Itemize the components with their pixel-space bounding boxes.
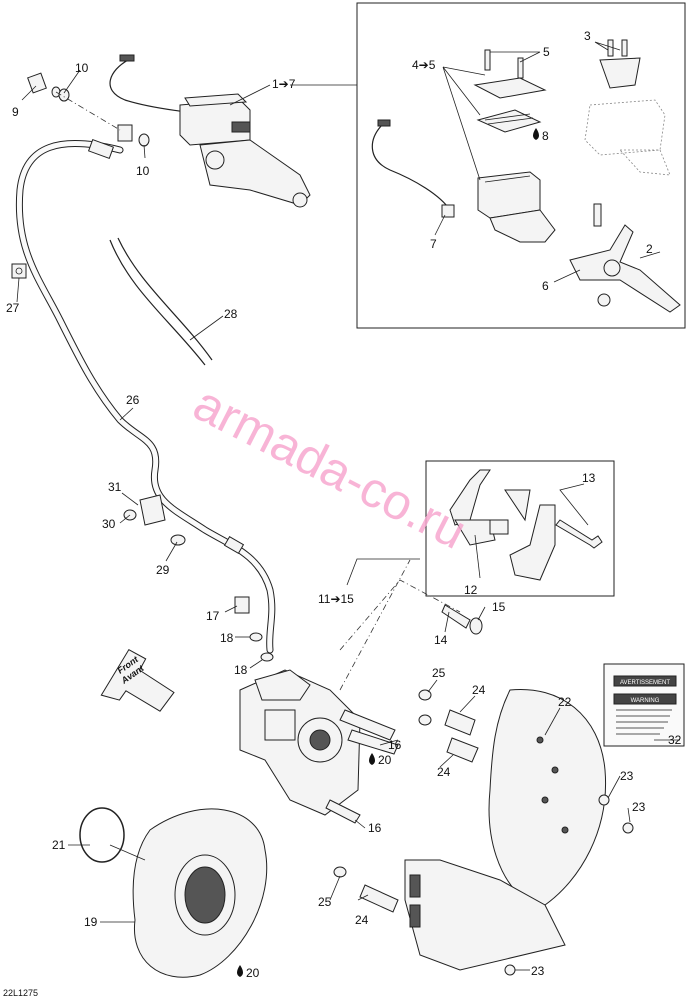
callout-22: 22 xyxy=(558,695,572,709)
warning-heading-fr: AVERTISSEMENT xyxy=(620,680,670,686)
watermark: armada-co.ru xyxy=(185,375,475,560)
callout-18: 18 xyxy=(220,631,234,645)
callout-6: 6 xyxy=(542,279,549,293)
callout-4-5: 4➔5 xyxy=(412,58,436,72)
bleeder-cap-15 xyxy=(469,617,483,635)
banjo-bolt-9 xyxy=(27,72,61,98)
banjo-bolt-17 xyxy=(234,596,250,614)
warning-heading-en: WARNING xyxy=(631,698,660,704)
callout-23: 23 xyxy=(531,964,545,978)
callout-7: 7 xyxy=(430,237,437,251)
brake-hose-26 xyxy=(15,138,276,654)
callout-20: 20 xyxy=(378,753,392,767)
callout-11-15: 11➔15 xyxy=(318,592,354,606)
callout-16: 16 xyxy=(388,738,402,752)
brake-disc-19 xyxy=(132,808,268,978)
callout-10: 10 xyxy=(136,164,150,178)
clamp-29-31 xyxy=(123,494,186,546)
callout-24: 24 xyxy=(355,913,369,927)
callout-19: 19 xyxy=(84,915,98,929)
callout-25: 25 xyxy=(318,895,332,909)
figure-code: 22L1275 xyxy=(3,988,38,998)
callout-labels: 9 10 10 1➔7 27 28 26 31 30 29 17 18 18 1… xyxy=(6,29,682,980)
detail-switch-7 xyxy=(371,119,455,218)
callout-10: 10 xyxy=(75,61,89,75)
callout-23: 23 xyxy=(632,800,646,814)
spacer-24 xyxy=(359,709,479,913)
hose-clamp-27 xyxy=(11,263,27,279)
callout-3: 3 xyxy=(584,29,591,43)
detail-clamp-3 xyxy=(599,39,641,89)
callout-14: 14 xyxy=(434,633,448,647)
callout-13: 13 xyxy=(582,471,596,485)
brake-pad-detail-box xyxy=(425,460,615,597)
washer-18 xyxy=(249,632,274,662)
callout-21: 21 xyxy=(52,838,66,852)
warning-label-32: AVERTISSEMENT WARNING xyxy=(603,663,685,747)
fluid-drop-icon xyxy=(237,965,243,977)
callout-5: 5 xyxy=(543,45,550,59)
screw-23 xyxy=(504,794,634,976)
callout-17: 17 xyxy=(206,609,220,623)
callout-25: 25 xyxy=(432,666,446,680)
callout-31: 31 xyxy=(108,480,122,494)
callout-12: 12 xyxy=(464,583,478,597)
bolt-25 xyxy=(333,689,432,878)
master-cylinder-detail-box xyxy=(356,2,686,329)
callout-18: 18 xyxy=(234,663,248,677)
callout-16: 16 xyxy=(368,821,382,835)
detail-lever-2 xyxy=(569,203,681,313)
front-arrow xyxy=(100,648,175,712)
callout-1-7: 1➔7 xyxy=(272,77,296,91)
callout-24: 24 xyxy=(437,765,451,779)
fluid-drop-icon xyxy=(369,753,375,765)
detail-reservoir xyxy=(477,171,556,243)
callout-30: 30 xyxy=(102,517,116,531)
pad-pin-13 xyxy=(555,519,603,549)
callout-32: 32 xyxy=(668,733,682,747)
brake-pads-12 xyxy=(449,469,556,581)
brake-caliper xyxy=(239,669,361,816)
guard-bracket xyxy=(404,859,566,971)
callout-2: 2 xyxy=(646,242,653,256)
callout-23: 23 xyxy=(620,769,634,783)
callout-24: 24 xyxy=(472,683,486,697)
detail-screws-5 xyxy=(484,49,524,79)
washer-10 xyxy=(58,88,150,147)
caliper-bolt-16 xyxy=(325,709,399,824)
master-cylinder-assembly xyxy=(109,54,311,208)
o-ring-21 xyxy=(79,807,125,863)
callout-28: 28 xyxy=(224,307,238,321)
detail-master-ghost xyxy=(584,99,671,176)
callout-9: 9 xyxy=(12,105,19,119)
leader-lines xyxy=(16,41,680,971)
callout-8: 8 xyxy=(542,129,549,143)
callout-27: 27 xyxy=(6,301,20,315)
callout-26: 26 xyxy=(126,393,140,407)
callout-20: 20 xyxy=(246,966,260,980)
disc-guard-22 xyxy=(488,688,607,906)
detail-cover xyxy=(473,77,547,133)
line-28 xyxy=(109,237,213,366)
callout-29: 29 xyxy=(156,563,170,577)
callout-15: 15 xyxy=(492,600,506,614)
bleeder-screw-14 xyxy=(441,604,471,629)
fluid-drop-icon xyxy=(533,128,539,140)
